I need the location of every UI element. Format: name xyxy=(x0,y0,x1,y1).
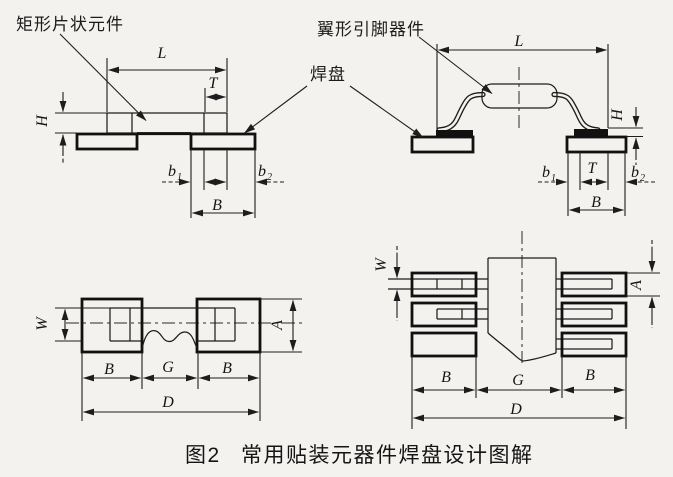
dim-label-b1-sub-chip: 1 xyxy=(177,172,182,183)
dim-label-b1-gullwing: b xyxy=(542,164,550,181)
dim-label-b2-sub-chip: 2 xyxy=(267,172,272,183)
dim-L-right xyxy=(436,44,609,129)
pad-right xyxy=(195,297,262,354)
dim-label-L-chip: L xyxy=(157,45,167,62)
lead-foot-right xyxy=(574,129,608,136)
chip-body xyxy=(106,112,228,136)
dim-label-B-left-chip: B xyxy=(104,361,114,378)
component-body xyxy=(481,83,558,109)
pad-left-3 xyxy=(410,331,478,358)
dim-b-B-left xyxy=(162,149,284,218)
pad-right xyxy=(189,132,257,151)
dim-b-T-B-right xyxy=(538,152,655,216)
dim-label-b1-sub-gullwing: 1 xyxy=(551,173,556,184)
dim-label-H-chip: H xyxy=(34,114,51,128)
dim-B-G-D-ic xyxy=(411,356,627,429)
dim-label-B-right-chip: B xyxy=(222,360,232,377)
leader-pad-left xyxy=(244,85,308,134)
pad-left-2 xyxy=(410,301,478,328)
pad-left xyxy=(410,135,475,154)
pad-left xyxy=(75,132,139,151)
dim-label-A-chip: A xyxy=(269,320,286,331)
pad-left-1 xyxy=(410,271,478,298)
dim-A-right xyxy=(260,298,302,353)
dim-label-b1-chip: b xyxy=(168,163,176,180)
dim-T-left xyxy=(204,88,227,112)
leader-chip-component xyxy=(59,33,147,121)
dim-label-b2-chip: b xyxy=(258,163,266,180)
figure-caption: 图2 常用贴装元器件焊盘设计图解 xyxy=(185,444,534,467)
leader-gullwing-component xyxy=(418,36,493,94)
dim-label-L-gullwing: L xyxy=(514,33,524,50)
dim-label-W-chip: W xyxy=(34,316,51,331)
dim-A-ic xyxy=(626,240,660,328)
dim-label-G-ic: G xyxy=(512,372,524,389)
dim-label-T-gullwing: T xyxy=(588,160,598,177)
dim-label-B-left-ic: B xyxy=(441,369,451,386)
chip-outline xyxy=(109,307,236,350)
dim-label-H-gullwing: H xyxy=(609,108,626,122)
caption-title: 常用贴装元器件焊盘设计图解 xyxy=(241,444,534,467)
pad-left xyxy=(80,297,144,354)
pad-right-1 xyxy=(560,271,628,298)
dim-label-T-chip: T xyxy=(209,75,219,92)
dim-label-D-ic: D xyxy=(509,401,522,418)
chip-side-view-diagram: H L T b 1 b 2 B xyxy=(34,45,284,218)
dim-B-G-D-left xyxy=(81,352,261,421)
break-line xyxy=(141,329,198,350)
ic-leads xyxy=(388,278,613,350)
dim-label-B-right-ic: B xyxy=(585,367,595,384)
dim-H-left xyxy=(55,92,107,164)
lead-foot-left xyxy=(436,130,473,137)
break-line xyxy=(487,332,557,362)
dim-L-left xyxy=(106,58,228,112)
annotation-solder-pad: 焊盘 xyxy=(310,65,346,84)
dim-label-b2-gullwing: b xyxy=(631,164,639,181)
pad-right-2 xyxy=(560,301,628,328)
chip-top-view-diagram: W A B G B D xyxy=(34,297,302,421)
caption-figure-number: 图2 xyxy=(185,444,221,467)
dim-label-A-ic: A xyxy=(628,280,645,291)
dim-label-D-chip: D xyxy=(161,394,174,411)
dim-W-left xyxy=(55,307,110,342)
leader-pad-right xyxy=(349,85,424,138)
dim-label-G-chip: G xyxy=(162,359,174,376)
dim-label-B-chip: B xyxy=(212,197,222,214)
callouts: 矩形片状元件 翼形引脚器件 焊盘 xyxy=(16,15,493,138)
gullwing-top-view-diagram: W A B G B D xyxy=(373,231,660,429)
dim-label-B-gullwing: B xyxy=(591,194,601,211)
annotation-gullwing-component: 翼形引脚器件 xyxy=(317,20,425,39)
dim-H-right xyxy=(608,107,643,165)
dim-label-b2-sub-gullwing: 2 xyxy=(640,173,645,184)
pad-right-3 xyxy=(560,331,628,358)
ic-body xyxy=(487,257,557,362)
pad-right xyxy=(565,135,628,154)
dim-label-W-ic: W xyxy=(373,257,390,272)
annotation-chip-component: 矩形片状元件 xyxy=(16,15,124,34)
gullwing-side-view-diagram: L H b 1 b 2 T B xyxy=(410,33,655,216)
gullwing-leads xyxy=(436,91,608,137)
